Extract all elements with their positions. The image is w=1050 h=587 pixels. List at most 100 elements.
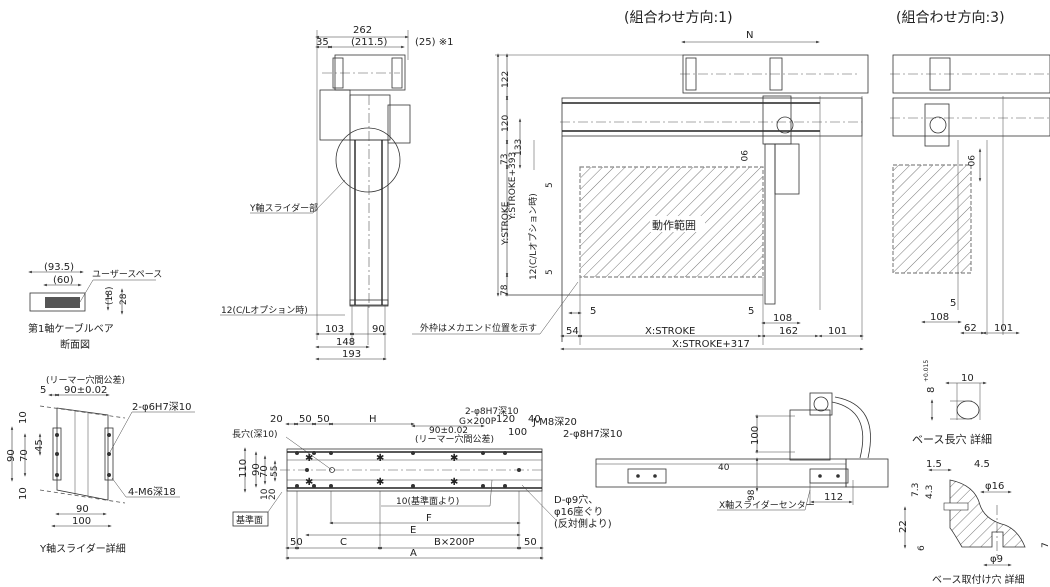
dim-7: 7 [1041,542,1050,548]
dim-5-right: 5 [748,306,754,317]
dim-90: 90 [372,324,385,335]
svg-text:✱: ✱ [450,453,458,464]
dim-90-plan3: 90 [965,155,975,167]
dim-5-left: 5 [590,306,596,317]
from-datum: 10(基準面より) [396,495,459,507]
counterbore-3: (反対側より) [554,517,612,530]
dim-60: (60) [53,275,74,286]
dim-101: 101 [828,326,847,337]
cable-bear-outline [29,292,86,312]
dim-10-slot: 10 [961,373,974,384]
dim-100-base: 100 [508,427,527,438]
dim-120-base: 120 [496,414,515,425]
dim-54: 54 [566,326,579,337]
dim-y-stroke: Y:STROKE [501,201,511,246]
mounting-holes [295,451,521,488]
dim-98: 98 [747,489,757,501]
dim-4-3: 4.3 [925,485,935,499]
dim-50-left: 50 [290,537,303,548]
dim-10-bottom-y: 10 [18,487,29,500]
cl-option-label: 12(C/Lオプション時) [221,305,308,316]
svg-text:✱: ✱ [376,477,384,488]
dim-90-v: 90 [6,449,17,462]
svg-text:✱: ✱ [376,453,384,464]
y-motor-front [813,396,829,412]
dim-211-5: (211.5) [351,37,388,48]
title-direction-3: (組合わせ方向:3) [896,10,1005,26]
cable-caption-2: 断面図 [60,338,90,351]
dim-55: 55 [270,466,280,477]
dim-25-note: (25) ※1 [415,37,453,48]
dim-45: 45 [34,439,45,452]
dim-G: G×200P [459,417,497,427]
dim-x-stroke-317: X:STROKE+317 [672,339,750,350]
cable-section: (93.5) (60) ユーザースペース (18) 28 第1軸ケーブルベア 断… [28,262,162,351]
dim-A: A [410,548,417,559]
dim-50-right: 50 [524,537,537,548]
plan-view-direction-1: N 動作範囲 Y:STROKE+393 122 120 73 [412,30,869,351]
dim-100-front: 100 [750,426,761,445]
dim-H: H [369,414,377,425]
dim-162: 162 [779,326,798,337]
dim-6: 6 [917,545,927,551]
plan-view-direction-3: 90 5 108 62 101 [890,54,1050,335]
dim-18: (18) [105,287,115,305]
dim-110: 110 [238,459,249,478]
cable-caption-1: 第1軸ケーブルベア [28,322,114,335]
dim-50b: 50 [317,414,330,425]
dim-90-tol-base: 90±0.02 [429,426,468,436]
reamer-note-y: (リーマー穴間公差) [46,374,125,386]
dim-10-top-y: 10 [18,411,29,424]
datum-face: 基準面 [236,514,263,526]
reamer-note-base: (リーマー穴間公差) [415,433,494,445]
dim-262: 262 [353,25,372,36]
dim-1-5: 1.5 [926,459,942,470]
hole-m6: 4-M6深18 [128,486,176,498]
y-slider-body [56,407,109,501]
dim-7-3: 7.3 [911,483,921,497]
dim-5-top: 5 [545,182,555,188]
x-slider-center: X軸スライダーセンター [719,499,815,511]
front-view: 40 100 98 112 X軸スライダーセンター [595,392,889,511]
slot-note: 長穴(深10) [232,428,277,440]
dim-20-base-v: 20 [268,488,278,500]
dim-cl-option: 12(C/Lオプション時) [528,193,539,280]
hole-8h7-right: 2-φ8H7深10 [563,428,623,440]
dim-193: 193 [342,349,361,360]
dim-y-stroke-393: Y:STROKE+393 [508,152,518,221]
dim-E: E [410,525,416,536]
dim-5-bottom: 5 [545,269,555,275]
base-view: 20 50 50 H 長穴(深10) 2-φ8H7深10 G×200P 90±0… [232,406,623,560]
side-view: 262 35 (211.5) (25) ※1 Y軸スライダー部 12(C/Lオプ… [220,25,453,361]
dim-22: 22 [898,520,909,533]
user-space-area [45,297,80,308]
base-slot-detail: 10 8 +0.015 ベース長穴 詳細 [912,360,992,446]
dim-112: 112 [824,492,843,503]
dim-5-plan3: 5 [950,298,956,309]
dim-N: N [746,30,753,41]
hole-8h7-top: 2-φ8H7深10 [465,406,519,417]
dim-4-5: 4.5 [974,459,990,470]
cable-loop [834,396,871,459]
operating-range-area-3 [892,164,972,274]
dim-101-plan3: 101 [994,323,1013,334]
dim-10-base: 10 [260,488,270,500]
dim-B: B×200P [434,537,474,548]
dim-35: 35 [316,37,329,48]
dim-90-plan: 90 [738,150,748,162]
y-slider-label: Y軸スライダー部 [249,202,318,214]
tap-note: J-M8深20 [532,416,577,428]
dim-93-5: (93.5) [44,262,74,273]
dim-phi16: φ16 [985,481,1004,492]
dim-5-y: 5 [40,385,46,396]
dim-x-stroke: X:STROKE [645,326,695,337]
base-hole-caption: ベース取付け穴 詳細 [932,573,1025,586]
dim-122: 122 [501,71,511,88]
svg-text:✱: ✱ [450,477,458,488]
counterbore-2: φ16座ぐり [554,505,603,518]
operating-range-label: 動作範囲 [652,218,696,232]
dim-120: 120 [501,115,511,132]
dim-108-plan3: 108 [930,312,949,323]
tol-upper: +0.015 [923,360,930,382]
